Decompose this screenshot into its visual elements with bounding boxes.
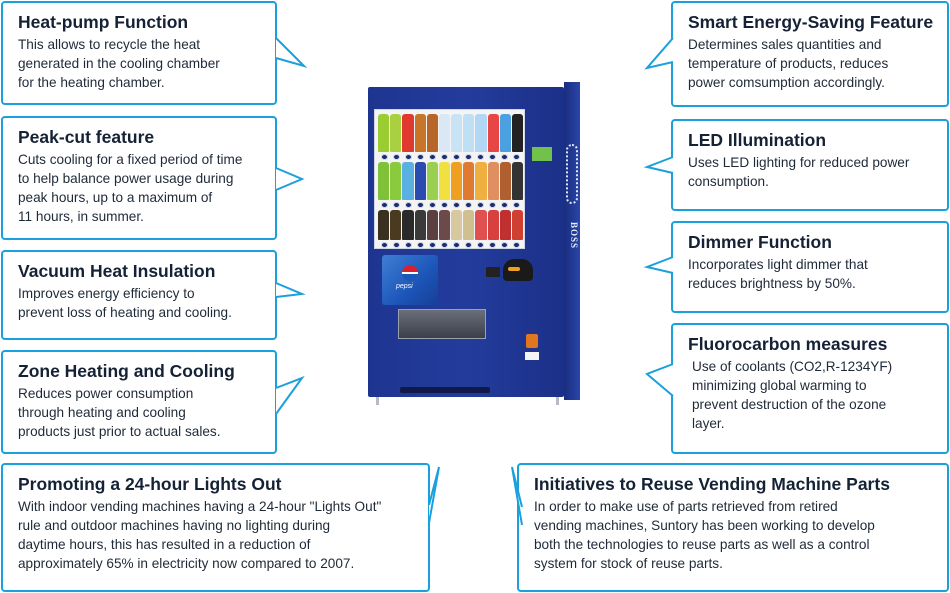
callout-body: Improves energy efficiency to prevent lo… (18, 286, 232, 320)
selection-buttons-row (378, 154, 523, 160)
info-label (525, 352, 539, 360)
callout-body: This allows to recycle the heat generate… (18, 37, 220, 90)
callout-title: Fluorocarbon measures (688, 334, 888, 354)
callout-tail-icon (644, 37, 674, 70)
callout-body: Uses LED lighting for reduced power cons… (688, 155, 910, 189)
callout-body: Reduces power consumption through heatin… (18, 386, 221, 439)
callout-tail-icon (428, 466, 440, 524)
callout-body: Determines sales quantities and temperat… (688, 37, 889, 90)
coin-return-slot (400, 387, 490, 393)
dispenser-slot (398, 309, 486, 339)
pepsi-brand-text: pepsi (396, 283, 413, 290)
machine-foot (376, 397, 379, 405)
callout-vacuum-heat-insulation: Vacuum Heat Insulation Improves energy e… (1, 250, 277, 340)
callout-smart-energy-saving: Smart Energy-Saving Feature Determines s… (671, 1, 949, 107)
callout-body: Use of coolants (CO2,R-1234YF) minimizin… (692, 359, 893, 431)
callout-title: Smart Energy-Saving Feature (688, 12, 934, 32)
callout-heat-pump-function: Heat-pump Function This allows to recycl… (1, 1, 277, 105)
callout-title: Heat-pump Function (18, 12, 189, 32)
callout-24-hour-lights-out: Promoting a 24-hour Lights Out With indo… (1, 463, 430, 592)
callout-tail-icon (275, 37, 308, 69)
product-shelf-top (378, 114, 524, 152)
callout-title: Zone Heating and Cooling (18, 361, 235, 381)
product-display-window (374, 109, 525, 249)
callout-title: Vacuum Heat Insulation (18, 261, 216, 281)
callout-fluorocarbon-measures: Fluorocarbon measures Use of coolants (C… (671, 323, 949, 454)
callout-dimmer-function: Dimmer Function Incorporates light dimme… (671, 221, 949, 313)
callout-title: Dimmer Function (688, 232, 832, 252)
vending-machine-cabinet: pepsi (368, 87, 564, 397)
callout-title: Initiatives to Reuse Vending Machine Par… (534, 474, 890, 494)
product-shelf-middle (378, 162, 524, 200)
callout-zone-heating-cooling: Zone Heating and Cooling Reduces power c… (1, 350, 277, 454)
callout-tail-icon (643, 156, 674, 174)
callout-tail-icon (645, 363, 674, 397)
pepsi-logo-icon (402, 265, 418, 281)
callout-peak-cut-feature: Peak-cut feature Cuts cooling for a fixe… (1, 116, 277, 240)
pepsi-panel: pepsi (382, 255, 438, 305)
callout-tail-icon (511, 466, 523, 526)
callout-led-illumination: LED Illumination Uses LED lighting for r… (671, 119, 949, 211)
callout-body: Cuts cooling for a fixed period of time … (18, 152, 243, 224)
coin-slot-icon (503, 259, 533, 281)
vending-machine-image: BOSS pepsi (368, 82, 580, 407)
bill-slot-icon (486, 267, 500, 277)
ic-card-reader-icon (526, 334, 538, 348)
callout-reuse-vending-parts: Initiatives to Reuse Vending Machine Par… (517, 463, 949, 592)
eco-label-sticker (532, 147, 552, 161)
callout-body: Incorporates light dimmer that reduces b… (688, 257, 868, 291)
callout-tail-icon (643, 256, 674, 274)
callout-title: Peak-cut feature (18, 127, 155, 147)
callout-body: In order to make use of parts retrieved … (534, 499, 875, 571)
callout-body: With indoor vending machines having a 24… (18, 499, 382, 571)
callout-title: LED Illumination (688, 130, 827, 150)
boss-emblem-icon (566, 144, 578, 204)
callout-title: Promoting a 24-hour Lights Out (18, 474, 282, 494)
side-brand-text: BOSS (569, 222, 579, 250)
callout-tail-icon (275, 375, 305, 415)
selection-buttons-row (378, 202, 523, 208)
selection-buttons-row (378, 242, 523, 248)
machine-foot (556, 397, 559, 405)
callout-tail-icon (275, 167, 305, 191)
product-shelf-bottom (378, 210, 524, 240)
callout-tail-icon (275, 282, 306, 298)
